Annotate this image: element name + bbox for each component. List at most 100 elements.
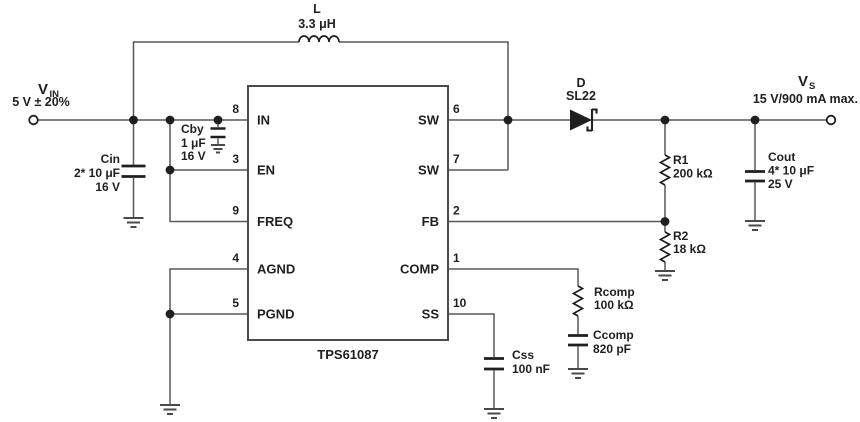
pin-name-agnd: AGND <box>257 262 295 277</box>
pin-number-6: 6 <box>453 102 460 116</box>
pin-number-10: 10 <box>453 296 467 310</box>
r2-value-label: 18 kΩ <box>673 242 706 256</box>
wire-inductor-right <box>339 41 509 170</box>
css-value-label: 100 nF <box>512 362 550 376</box>
pin-number-4: 4 <box>232 251 239 265</box>
capacitor-cby: Cby 1 μF 16 V <box>181 122 226 163</box>
ccomp-value-label: 820 pF <box>593 342 631 356</box>
pin-name-in: IN <box>257 113 270 128</box>
cin-symbol <box>121 164 146 178</box>
rcomp-value-label: 100 kΩ <box>594 298 634 312</box>
pin-number-3: 3 <box>232 152 239 166</box>
pin-number-8: 8 <box>232 102 239 116</box>
ic-tps61087: TPS61087 8 3 9 4 5 IN EN FREQ AGND PGND … <box>232 85 467 362</box>
pin-name-fb: FB <box>422 214 439 229</box>
cout-rating-label: 25 V <box>768 177 793 191</box>
resistor-rcomp: Rcomp 100 kΩ <box>571 285 635 317</box>
pin-number-1: 1 <box>453 251 460 265</box>
capacitor-cin: Cin 2* 10 μF 16 V <box>74 152 146 194</box>
resistor-r1: R1 200 kΩ <box>658 153 713 186</box>
output-port-subscript: S <box>809 81 815 92</box>
r1-value-label: 200 kΩ <box>673 167 713 181</box>
capacitor-cout: Cout 4* 10 μF 25 V <box>745 150 814 191</box>
junction-dot <box>503 115 513 125</box>
input-port-spec: 5 V ± 20% <box>12 95 70 109</box>
wire-ss <box>448 313 495 357</box>
pin-number-7: 7 <box>453 152 460 166</box>
css-symbol <box>484 357 504 371</box>
cby-symbol <box>210 127 226 139</box>
junction-dot <box>213 115 223 125</box>
rcomp-ref-label: Rcomp <box>594 285 635 299</box>
ic-body <box>247 85 449 341</box>
css-ref-label: Css <box>512 348 534 362</box>
input-terminal <box>28 114 39 126</box>
wire-en-freq-riser <box>169 120 248 223</box>
diode-value-label: SL22 <box>566 89 596 103</box>
diode-d: D SL22 <box>566 76 598 132</box>
junction-dot <box>129 115 138 125</box>
junction-dot <box>750 115 760 125</box>
cby-rating-label: 16 V <box>181 149 206 163</box>
inductor-l: L 3.3 μH <box>298 2 340 43</box>
pin-name-ss: SS <box>422 307 440 322</box>
r1-symbol <box>658 154 672 186</box>
pin-name-sw7: SW <box>418 163 440 178</box>
r2-symbol <box>658 231 672 263</box>
cout-ref-label: Cout <box>768 150 795 164</box>
diode-cathode-bar <box>586 108 598 132</box>
pin-number-5: 5 <box>232 296 239 310</box>
pin-name-sw6: SW <box>418 113 440 128</box>
r1-ref-label: R1 <box>673 153 689 167</box>
ccomp-symbol <box>568 334 588 347</box>
input-port: V IN 5 V ± 20% <box>12 81 70 126</box>
input-port-subscript: IN <box>50 89 60 100</box>
inductor-ref-label: L <box>313 2 321 16</box>
junction-dot <box>165 115 175 125</box>
ccomp-ref-label: Ccomp <box>593 328 634 342</box>
inductor-value-label: 3.3 μH <box>298 17 336 31</box>
pin-name-en: EN <box>257 163 275 178</box>
cout-symbol <box>745 170 765 183</box>
junction-dot <box>660 115 670 125</box>
cby-value-label: 1 μF <box>181 136 206 150</box>
cout-value-label: 4* 10 μF <box>768 164 814 178</box>
cby-ref-label: Cby <box>181 122 204 136</box>
wire-net <box>38 41 827 409</box>
input-port-label: V <box>38 81 48 98</box>
junction-dot <box>165 309 175 319</box>
ground-icon-ccomp <box>568 368 588 379</box>
inductor-symbol <box>298 35 340 43</box>
output-terminal <box>825 114 837 126</box>
cin-value-label: 2* 10 μF <box>74 166 120 180</box>
r2-ref-label: R2 <box>673 229 689 243</box>
diode-symbol <box>570 109 592 131</box>
cin-rating-label: 16 V <box>95 180 120 194</box>
pin-number-9: 9 <box>232 204 239 218</box>
ground-icon-r2 <box>655 270 675 281</box>
pin-name-comp: COMP <box>400 262 439 277</box>
wire-inductor-left <box>132 41 299 120</box>
cin-ref-label: Cin <box>101 152 120 166</box>
capacitor-ccomp: Ccomp 820 pF <box>568 328 634 356</box>
pin-name-freq: FREQ <box>257 214 293 229</box>
ground-icon-cby <box>211 144 225 154</box>
pin-number-2: 2 <box>453 204 460 218</box>
output-port-spec: 15 V/900 mA max. <box>753 92 858 106</box>
wire-agnd <box>169 268 248 405</box>
junction-dot <box>660 217 670 226</box>
ground-icon-cin <box>123 217 144 228</box>
ic-part-number: TPS61087 <box>317 347 378 362</box>
diode-ref-label: D <box>576 76 585 90</box>
output-port-label: V <box>798 73 808 90</box>
junction-dot <box>165 165 175 175</box>
wire-comp <box>448 268 579 286</box>
ground-symbols <box>123 144 765 419</box>
pin-name-pgnd: PGND <box>257 307 295 322</box>
ground-icon-pgnd <box>160 404 180 415</box>
output-port: V S 15 V/900 mA max. <box>753 73 858 126</box>
ground-icon-css <box>484 408 504 419</box>
rcomp-symbol <box>571 285 585 317</box>
